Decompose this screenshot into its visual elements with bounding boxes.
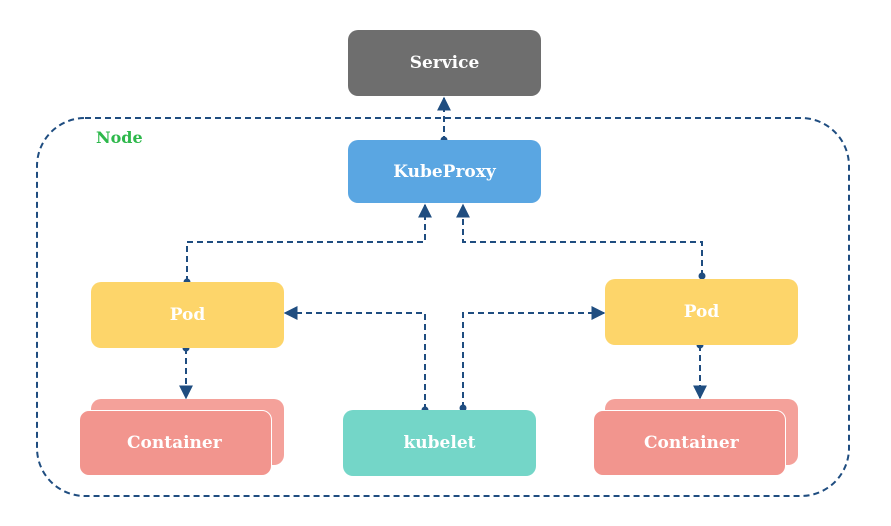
container-label-right: Container: [644, 433, 739, 453]
pod-box-left: Pod: [91, 282, 284, 348]
edge-dot: [459, 404, 467, 412]
service-label: Service: [409, 53, 480, 73]
edge-dot: [698, 272, 706, 280]
node-label: Node: [96, 128, 143, 147]
kubeproxy-box: KubeProxy: [348, 140, 541, 203]
kubelet-box: kubelet: [343, 410, 536, 476]
edge-pod-right-kubeproxy: [456, 203, 703, 276]
kubelet-label: kubelet: [403, 433, 476, 453]
container-box-right: Container: [593, 410, 786, 476]
container-label-left: Container: [127, 433, 222, 453]
edge-kubelet-pod-right: [462, 306, 606, 408]
service-box: Service: [348, 30, 541, 96]
pod-label-right: Pod: [683, 302, 720, 322]
pod-label-left: Pod: [169, 305, 206, 325]
node-boundary: [36, 117, 850, 497]
pod-box-right: Pod: [605, 279, 798, 345]
edge-pod-left-kubeproxy: [186, 203, 432, 282]
kubeproxy-label: KubeProxy: [393, 161, 496, 182]
edge-kubelet-pod-left: [283, 306, 426, 410]
container-box-left: Container: [79, 410, 272, 476]
